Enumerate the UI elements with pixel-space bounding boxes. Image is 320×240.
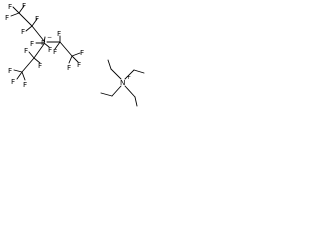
- bond: [68, 55, 73, 64]
- fluorine-atom-label: F: [23, 80, 27, 89]
- bond: [100, 92, 113, 97]
- fluorine-atom-label: F: [53, 47, 57, 56]
- cation-bonds: [100, 59, 145, 107]
- bond: [124, 85, 136, 98]
- cation-atom-labels: N +: [120, 74, 131, 87]
- bond: [43, 36, 46, 44]
- bond: [107, 59, 112, 70]
- bond: [10, 12, 20, 17]
- fluorine-atom-label: F: [77, 60, 81, 69]
- tetraethylammonium-cation: N +: [100, 59, 145, 107]
- bond: [33, 43, 45, 59]
- bond: [59, 41, 73, 57]
- fluorine-atom-label: F: [11, 77, 15, 86]
- bond: [18, 5, 25, 14]
- bond: [111, 85, 122, 97]
- anion-charge-label: −: [47, 34, 52, 41]
- bond: [54, 41, 61, 50]
- bond: [21, 57, 35, 73]
- fap-anion: F F F F F P − F F F F F F F F F F F F: [5, 1, 84, 89]
- bond: [31, 25, 45, 42]
- bond: [134, 96, 138, 107]
- bond: [25, 25, 33, 32]
- nitrogen-atom-label: N: [120, 78, 125, 87]
- cation-charge-label: +: [126, 74, 131, 81]
- fluorine-atom-label: F: [80, 48, 84, 57]
- fluorine-atom-label: F: [30, 39, 34, 48]
- fluorine-atom-label: F: [48, 45, 52, 54]
- fluorine-atom-label: F: [21, 27, 25, 36]
- bond: [33, 57, 41, 64]
- bond: [12, 6, 20, 14]
- fluorine-atom-label: F: [8, 66, 12, 75]
- phosphorus-atom-label: P: [41, 38, 46, 47]
- bond: [31, 18, 38, 27]
- bond: [43, 42, 50, 48]
- bond: [71, 52, 81, 57]
- fluorine-atom-label: F: [57, 29, 61, 38]
- bond: [110, 68, 122, 80]
- bond: [124, 69, 135, 80]
- bond: [71, 55, 79, 63]
- anion-bonds: [10, 5, 81, 81]
- bond: [13, 69, 23, 73]
- fluorine-atom-label: F: [8, 2, 12, 11]
- fluorine-atom-label: F: [5, 13, 9, 22]
- chemical-structure-figure: F F F F F P − F F F F F F F F F F F F: [0, 0, 164, 110]
- fluorine-atom-label: F: [38, 61, 42, 70]
- fluorine-atom-label: F: [67, 63, 71, 72]
- bond: [28, 51, 35, 59]
- fluorine-atom-label: F: [22, 1, 26, 10]
- anion-atom-labels: F F F F F P − F F F F F F F F F F F F: [5, 1, 84, 89]
- fluorine-atom-label: F: [24, 46, 28, 55]
- fluorine-atom-label: F: [35, 14, 39, 23]
- bond: [16, 71, 23, 80]
- bond: [18, 12, 33, 27]
- bond: [133, 69, 145, 74]
- bond: [21, 71, 26, 81]
- structure-canvas: F F F F F P − F F F F F F F F F F F F: [5, 1, 145, 107]
